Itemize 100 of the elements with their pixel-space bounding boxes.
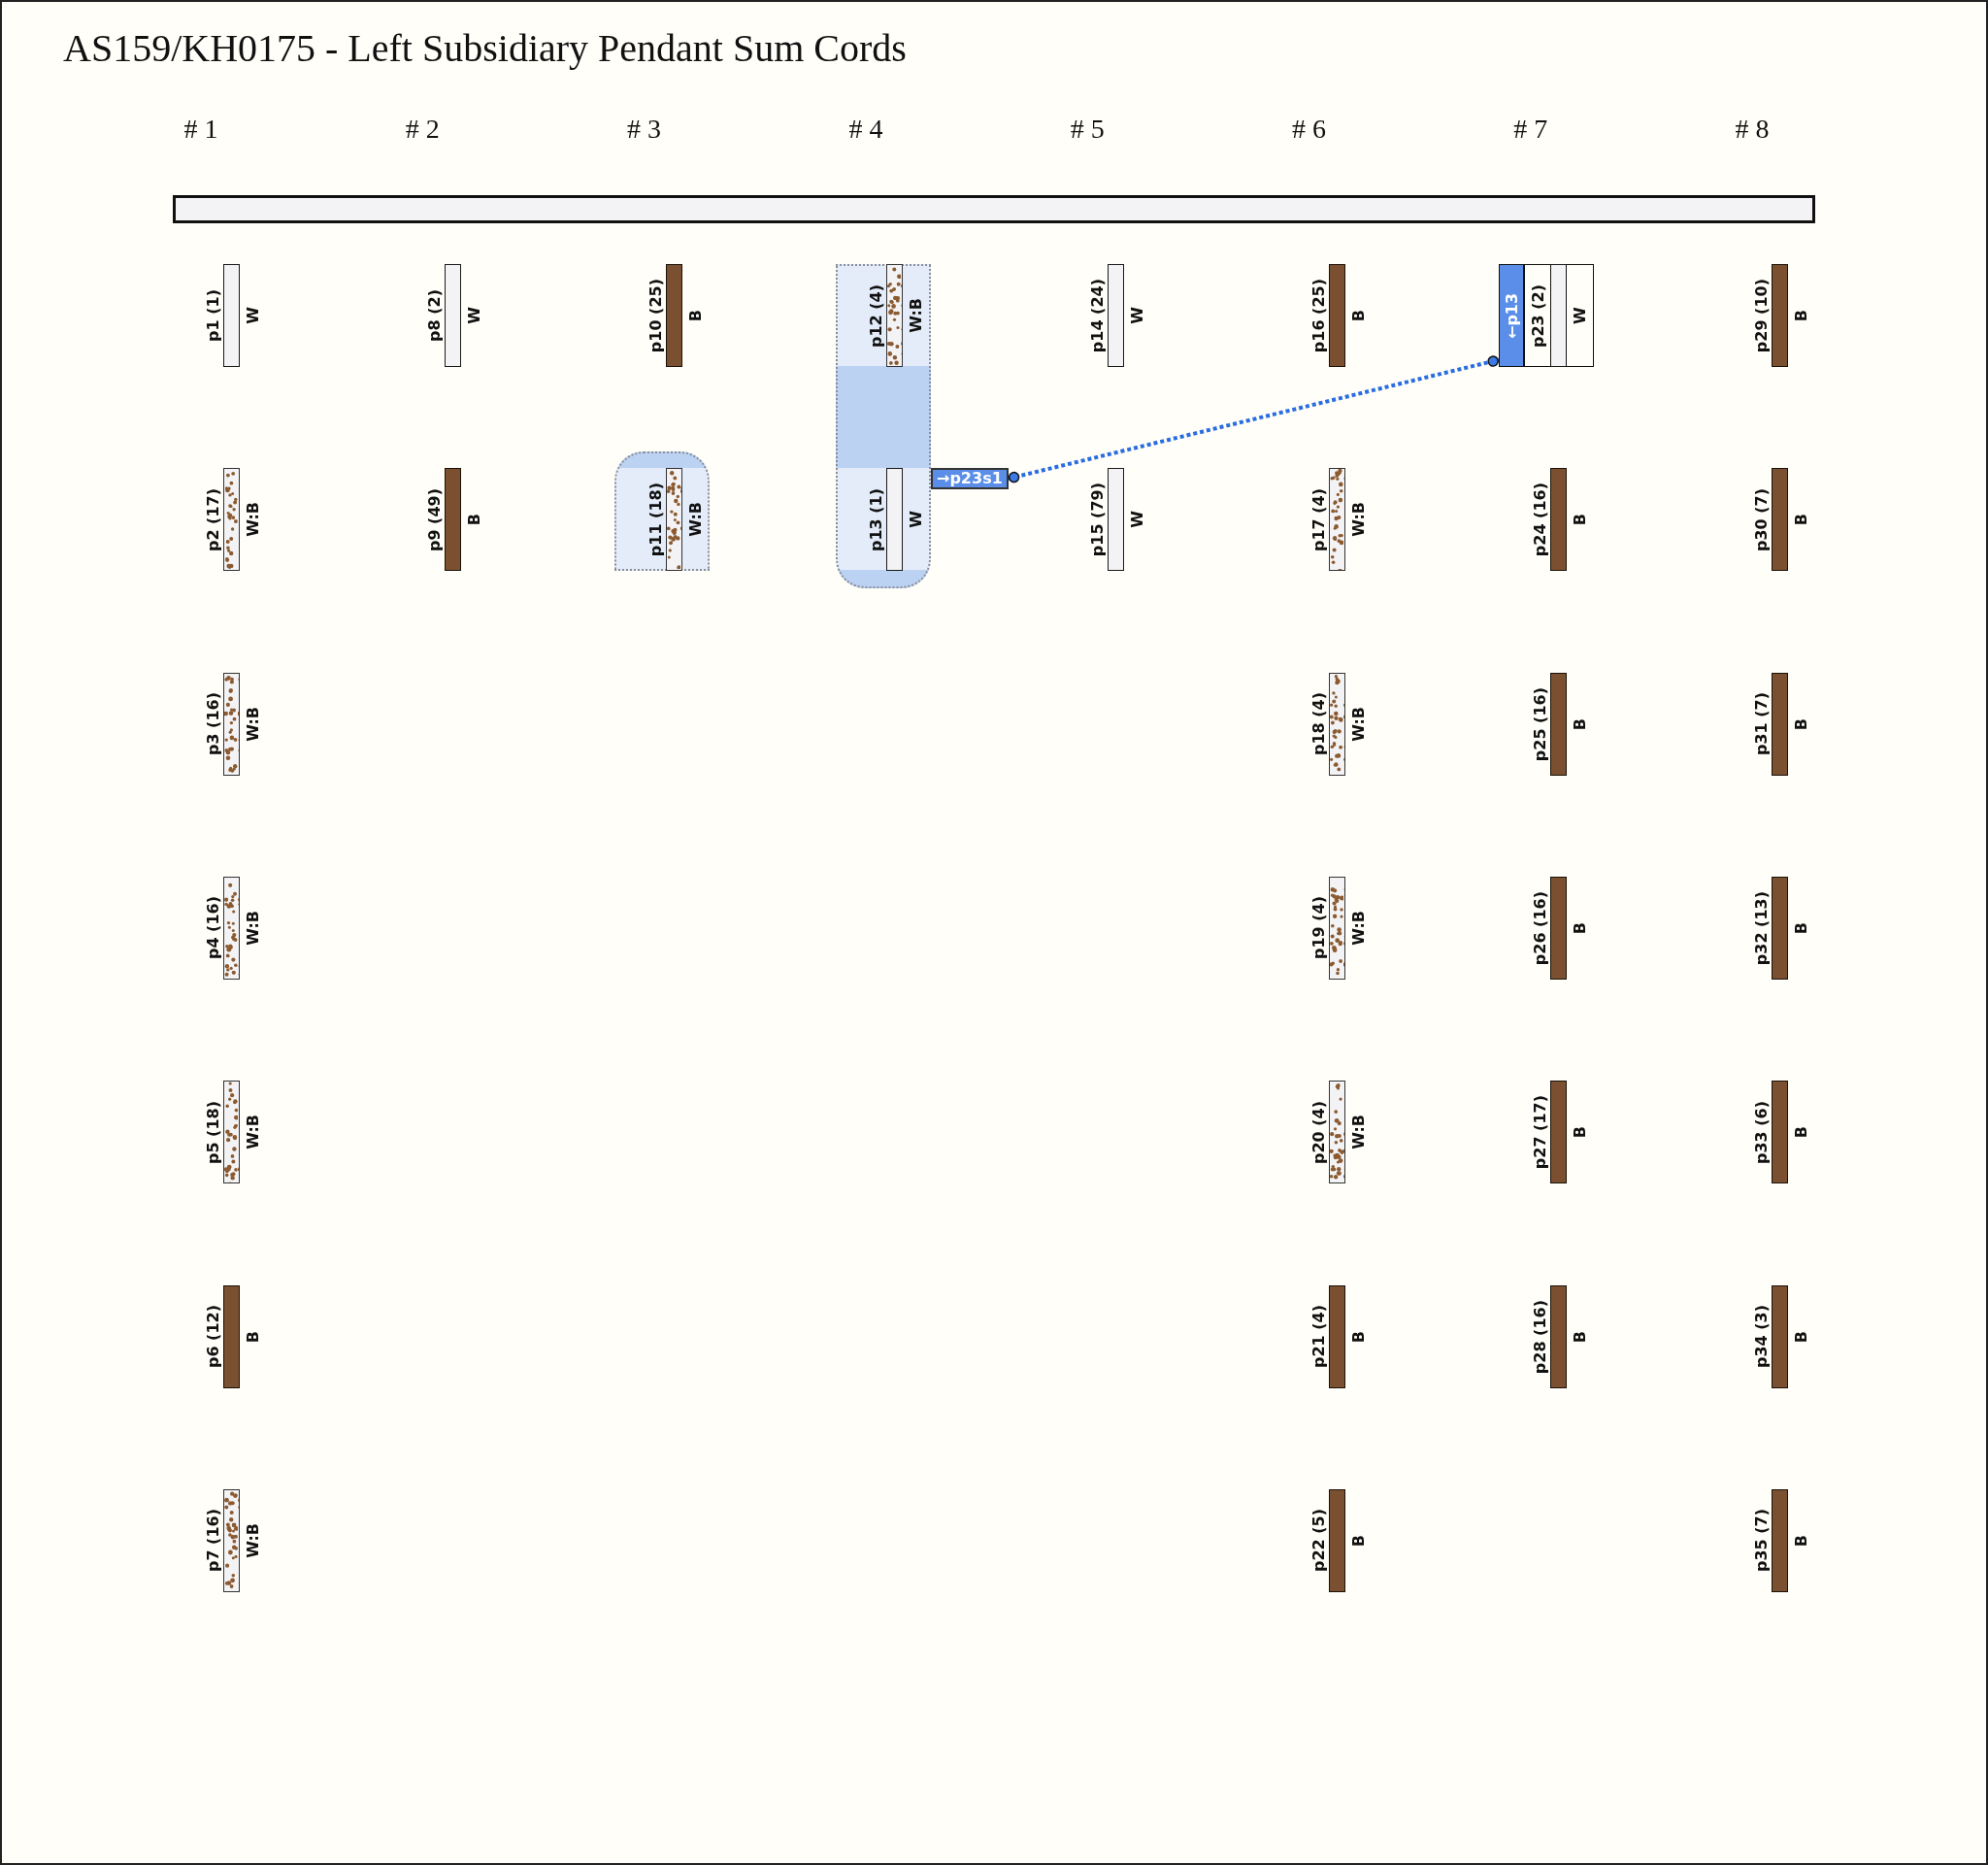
color-code-label: W: [1128, 511, 1147, 528]
column-number: # 7: [1513, 113, 1548, 146]
pendant-cord-bar: [223, 1488, 240, 1592]
color-code-label: W: [1128, 307, 1147, 324]
color-code-label: W:B: [907, 298, 926, 333]
color-code-label: W:B: [244, 1115, 262, 1149]
pendant-cord-bar: [444, 264, 461, 367]
color-code-label: B: [1791, 310, 1810, 322]
color-code-label: W: [464, 307, 483, 324]
pendant-cord-bar: [223, 1081, 240, 1184]
cord-label: p29 (10): [1751, 279, 1771, 353]
cord-label: p32 (13): [1751, 890, 1771, 966]
cord-label: p13 (1): [867, 487, 886, 551]
color-code-label: B: [1349, 1330, 1368, 1343]
pendant-cord-bar: [1108, 468, 1125, 572]
pendant-cord-bar: [1329, 468, 1345, 572]
color-code-label: W: [907, 511, 926, 528]
cord-label: p9 (49): [424, 487, 444, 551]
cord-label: p21 (4): [1309, 1305, 1328, 1369]
cord-label: p5 (18): [204, 1100, 222, 1164]
color-code-label: B: [1570, 514, 1589, 526]
color-code-label: W:B: [1349, 1115, 1368, 1149]
pendant-cord-bar: [1329, 1081, 1345, 1184]
color-code-label: B: [1791, 1534, 1810, 1547]
pendant-cord-bar: [886, 264, 904, 367]
cord-label: p20 (4): [1309, 1100, 1328, 1164]
cord-label: p35 (7): [1751, 1509, 1771, 1573]
cord-label: p17 (4): [1309, 487, 1328, 551]
cord-label: p10 (25): [646, 279, 665, 353]
color-code-label: B: [1570, 1330, 1589, 1343]
color-code-label: B: [1570, 717, 1589, 730]
pendant-cord-bar: [1549, 672, 1567, 776]
cord-label: p4 (16): [204, 896, 222, 960]
cord-label: p26 (16): [1530, 890, 1549, 966]
pendant-cord-bar: [223, 876, 240, 980]
color-code-label: W:B: [244, 1522, 262, 1558]
cord-label: p15 (79): [1088, 483, 1108, 557]
cord-label: p30 (7): [1751, 487, 1771, 551]
cord-label: p3 (16): [204, 692, 222, 756]
cord-label: p8 (2): [424, 289, 444, 342]
column-number: # 5: [1070, 113, 1105, 146]
pendant-cord-bar: [665, 264, 682, 367]
color-code-label: B: [1570, 921, 1589, 935]
cord-label: p18 (4): [1309, 692, 1328, 756]
pendant-cord-bar: [1771, 468, 1788, 572]
pendant-cord-bar: [1108, 264, 1125, 367]
color-code-label: B: [1791, 1126, 1810, 1139]
color-code-label: B: [464, 514, 483, 526]
color-code-label: B: [685, 310, 705, 322]
column-number: # 6: [1292, 113, 1326, 146]
pendant-cord-bar: [223, 468, 240, 572]
column-number: # 3: [627, 113, 662, 146]
pendant-cord-bar: [223, 264, 240, 367]
cord-label: p2 (17): [204, 487, 222, 551]
pendant-cord-bar: [1329, 672, 1345, 776]
cord-label: p7 (16): [204, 1509, 222, 1573]
column-number: # 2: [405, 113, 440, 146]
pendant-cord-bar: [1549, 1284, 1567, 1388]
pendant-cord-bar: [1549, 876, 1567, 980]
cord-label: p34 (3): [1751, 1305, 1771, 1369]
column-number: # 1: [183, 113, 218, 146]
cord-label: p24 (16): [1530, 483, 1549, 557]
cord-label: p33 (6): [1751, 1100, 1771, 1164]
pendant-cord-bar: [1771, 1488, 1788, 1592]
color-code-label: W:B: [1349, 706, 1368, 742]
color-code-label: B: [1349, 310, 1368, 322]
pendant-cord-bar: [1771, 1081, 1788, 1184]
cord-label: p23 (2): [1523, 264, 1551, 367]
cord-label: p25 (16): [1530, 686, 1549, 761]
pendant-cord-bar: [444, 468, 461, 572]
sum-group-highlight: [613, 451, 710, 572]
cord-label: p19 (4): [1309, 896, 1328, 960]
pendant-cord-bar: [223, 1284, 240, 1388]
pendant-cord-bar: [1329, 264, 1345, 367]
pendant-cord-bar: [1329, 876, 1345, 980]
color-code-label: B: [1791, 921, 1810, 935]
pendant-cord-bar: [223, 672, 240, 776]
color-code-label: W:B: [244, 706, 262, 742]
cord-label: p12 (4): [867, 283, 886, 348]
color-code-label: B: [1570, 1126, 1589, 1139]
pendant-cord-bar: [1771, 672, 1788, 776]
color-code-label: W: [1565, 264, 1594, 367]
cord-label: p22 (5): [1309, 1509, 1328, 1573]
diagram-title: AS159/KH0175 - Left Subsidiary Pendant Sum Cords: [63, 26, 907, 71]
color-code-label: B: [1791, 717, 1810, 730]
main-cord-bar: [173, 195, 1815, 223]
cord-label: p16 (25): [1309, 279, 1328, 353]
pendant-cord-bar: [1771, 876, 1788, 980]
link-tag: →p23s1: [931, 468, 1009, 489]
sum-group-highlight: [836, 264, 932, 589]
cord-label: p27 (17): [1530, 1095, 1549, 1170]
cord-label: p28 (16): [1530, 1299, 1549, 1374]
cord-label: p11 (18): [646, 483, 665, 557]
color-code-label: W:B: [685, 502, 705, 538]
pendant-cord-bar: [1771, 1284, 1788, 1388]
pendant-cord-bar: [1549, 468, 1567, 572]
color-code-label: W:B: [1349, 502, 1368, 538]
pendant-cord-bar: [1329, 1488, 1345, 1592]
color-code-label: W: [244, 307, 262, 324]
color-code-label: B: [1791, 514, 1810, 526]
